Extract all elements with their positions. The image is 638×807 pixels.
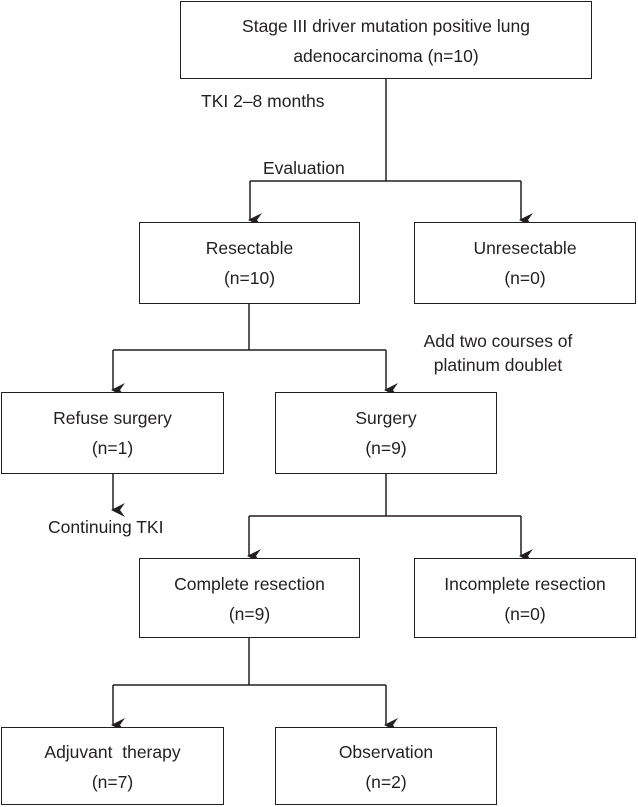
- box-stage-iii-line1: Stage III driver mutation positive lung: [242, 16, 530, 36]
- box-adjuvant-therapy-count: (n=7): [91, 772, 134, 792]
- box-unresectable-title: Unresectable: [473, 238, 577, 258]
- box-resectable-title: Resectable: [205, 238, 294, 258]
- box-complete-resection-title: Complete resection: [174, 574, 325, 594]
- box-unresectable-count: (n=0): [504, 268, 546, 288]
- box-incomplete-resection-count: (n=0): [504, 604, 546, 624]
- label-add-platinum-line1: Add two courses of: [423, 331, 573, 351]
- box-incomplete-resection-title: Incomplete resection: [444, 574, 606, 594]
- box-adjuvant-therapy-title: Adjuvant therapy: [44, 742, 181, 762]
- box-incomplete-resection: Incomplete resection (n=0): [414, 558, 636, 638]
- box-refuse-surgery-count: (n=1): [91, 438, 134, 458]
- box-surgery: Surgery (n=9): [275, 392, 497, 474]
- box-observation-count: (n=2): [365, 772, 407, 792]
- box-refuse-surgery: Refuse surgery (n=1): [1, 392, 224, 474]
- label-continuing-tki: Continuing TKI: [48, 517, 164, 537]
- box-stage-iii-population: Stage III driver mutation positive lung …: [180, 1, 592, 79]
- label-evaluation: Evaluation: [263, 158, 345, 178]
- box-resectable: Resectable (n=10): [139, 222, 360, 304]
- box-surgery-title: Surgery: [355, 408, 417, 428]
- box-unresectable: Unresectable (n=0): [414, 222, 636, 304]
- box-surgery-count: (n=9): [365, 438, 407, 458]
- label-add-platinum-courses: Add two courses of platinum doublet: [403, 329, 593, 377]
- box-resectable-count: (n=10): [223, 268, 276, 288]
- box-observation: Observation (n=2): [275, 727, 497, 805]
- box-complete-resection: Complete resection (n=9): [139, 558, 360, 638]
- box-complete-resection-count: (n=9): [228, 604, 271, 624]
- box-stage-iii-line2: adenocarcinoma (n=10): [293, 46, 479, 66]
- box-adjuvant-therapy: Adjuvant therapy (n=7): [1, 727, 224, 805]
- label-add-platinum-line2: platinum doublet: [433, 355, 563, 375]
- box-observation-title: Observation: [338, 742, 434, 762]
- box-refuse-surgery-title: Refuse surgery: [53, 408, 172, 428]
- label-tki-duration: TKI 2–8 months: [201, 91, 325, 111]
